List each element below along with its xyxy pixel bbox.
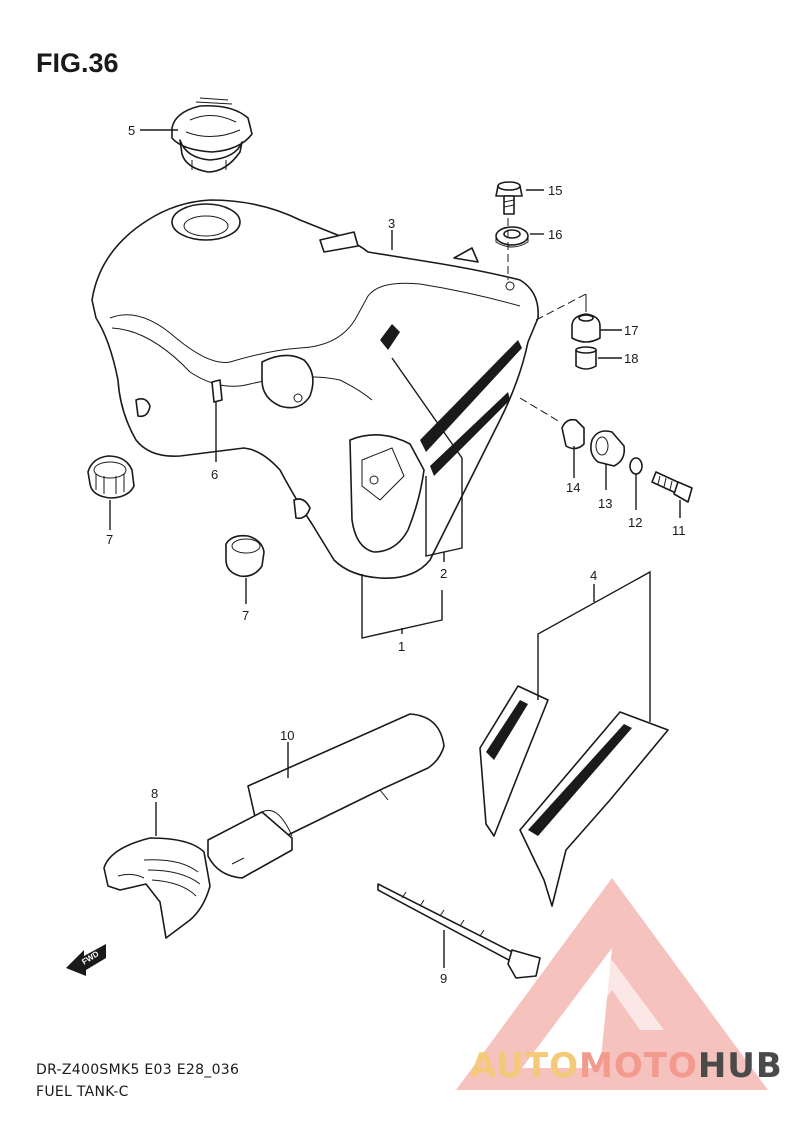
fwd-arrow: FWD	[66, 944, 106, 976]
callout-6: 6	[211, 467, 218, 482]
fuel-tank[interactable]	[91, 199, 539, 579]
callout-7-left: 7	[106, 532, 113, 547]
cushion-17[interactable]	[571, 313, 601, 343]
callout-10: 10	[280, 728, 294, 743]
washer-16[interactable]	[495, 226, 529, 248]
bolt-15[interactable]	[495, 181, 523, 215]
callout-4: 4	[590, 568, 597, 583]
bushing-7-right[interactable]	[225, 534, 265, 578]
leader-lines	[109, 129, 681, 968]
callout-11: 11	[672, 523, 686, 538]
callout-1: 1	[398, 639, 405, 654]
watermark-text: AUTOMOTOHUB	[470, 1046, 783, 1086]
cushion-13[interactable]	[590, 430, 626, 467]
model-code: DR-Z400SMK5 E03 E28_036	[36, 1062, 240, 1078]
callout-3: 3	[388, 216, 395, 231]
callout-13: 13	[598, 496, 612, 511]
section-name: FUEL TANK-C	[36, 1084, 129, 1100]
clamp-8[interactable]	[103, 837, 211, 939]
callout-17: 17	[624, 323, 638, 338]
callout-16: 16	[548, 227, 562, 242]
bolt-11[interactable]	[651, 471, 693, 503]
fuel-tank-strip[interactable]	[211, 379, 223, 403]
watermark-hub: HUB	[697, 1046, 783, 1086]
cable-tie-9[interactable]	[377, 883, 541, 979]
callout-5: 5	[128, 123, 135, 138]
washer-12[interactable]	[629, 457, 643, 475]
protector-tube[interactable]	[207, 713, 445, 879]
cushion-14[interactable]	[561, 418, 585, 450]
fuel-cap[interactable]	[171, 97, 253, 173]
heat-shield[interactable]	[479, 685, 669, 907]
callout-18: 18	[624, 351, 638, 366]
callout-2: 2	[440, 566, 447, 581]
bushing-7-left[interactable]	[87, 455, 135, 499]
callout-8: 8	[151, 786, 158, 801]
callout-labels: 5 3 15 16 17 18 6 14 13 12 11 7 7 2 1 4 …	[106, 123, 686, 986]
callout-9: 9	[440, 971, 447, 986]
collar-18[interactable]	[575, 346, 597, 370]
callout-14: 14	[566, 480, 580, 495]
callout-12: 12	[628, 515, 642, 530]
callout-7-right: 7	[242, 608, 249, 623]
watermark-logo	[456, 878, 768, 1090]
watermark-auto: AUTO	[470, 1046, 579, 1086]
watermark-moto: MOTO	[578, 1046, 698, 1086]
callout-15: 15	[548, 183, 562, 198]
figure-title: FIG.36	[36, 48, 119, 78]
